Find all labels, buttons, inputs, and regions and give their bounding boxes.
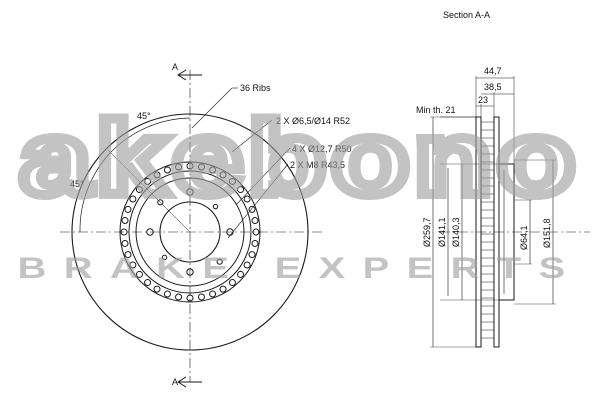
vent-hole [243, 195, 251, 203]
vent-hole [186, 294, 194, 302]
vent-hole [121, 217, 129, 225]
front-view [60, 69, 325, 388]
vent-hole [124, 251, 132, 259]
vent-hole [163, 166, 171, 174]
vent-hole [163, 290, 171, 298]
vent-hole [219, 171, 227, 179]
dim-hat-height: 38,5 [484, 82, 502, 92]
holes-bolt-label: 4 X Ø12,7 R50 [292, 144, 352, 154]
bolt-hole [157, 199, 164, 206]
dim-total-thickness: 44,7 [484, 66, 502, 76]
vent-hole [228, 279, 236, 287]
disc-outer-edge [71, 113, 309, 351]
dim-center-bore: Ø64,1 [519, 225, 529, 250]
section-vents [481, 121, 494, 339]
vent-hole [237, 270, 245, 278]
vent-hole [237, 186, 245, 194]
vent-hole [153, 285, 161, 293]
vent-hole [243, 261, 251, 269]
bolt-hole [146, 228, 154, 236]
dim-outer-diameter: Ø259,7 [422, 217, 432, 247]
holes-small-label: 2 X Ø6,5/Ø14 R52 [276, 116, 350, 126]
vent-hole [144, 177, 152, 185]
vent-hole [175, 163, 183, 171]
bolt-hole [161, 254, 168, 261]
vent-hole [219, 285, 227, 293]
bolt-hole [186, 188, 194, 196]
vent-hole [144, 279, 152, 287]
holes-thread-label: 2 X M8 R43,5 [290, 160, 345, 170]
watermark-tagline: BRAKE EXPERTS [18, 252, 583, 285]
vent-hole [209, 166, 217, 174]
vent-holes [120, 162, 260, 302]
vent-hole [129, 195, 137, 203]
bolt-hole [216, 258, 223, 265]
vent-hole [121, 239, 129, 247]
vent-hole [251, 217, 259, 225]
vent-hole [197, 293, 205, 301]
vent-hole [186, 162, 194, 170]
watermark-brand: akebono [20, 101, 580, 217]
dim-151: Ø151,8 [542, 218, 552, 248]
section-title: Section A-A [443, 10, 490, 20]
section-mark-top: A [172, 62, 178, 72]
vent-hole [129, 261, 137, 269]
dim-pad-width: 23 [478, 95, 488, 105]
vent-hole [135, 270, 143, 278]
vent-hole [252, 228, 260, 236]
vent-hole [228, 177, 236, 185]
angle-left-label: 45° [70, 179, 84, 189]
vent-hole [124, 205, 132, 213]
vent-hole [248, 205, 256, 213]
vent-hole [197, 163, 205, 171]
ribs-label: 36 Ribs [240, 83, 271, 93]
section-mark-bottom: A [172, 377, 178, 387]
section-view [430, 76, 590, 348]
dim-min-thickness: Min th. 21 [416, 105, 456, 115]
brand-watermark: akebono BRAKE EXPERTS [15, 96, 583, 285]
vent-hole [120, 228, 128, 236]
angle-top-label: 45° [137, 111, 151, 121]
center-bore [159, 201, 221, 263]
vent-hole [153, 171, 161, 179]
bolt-hole [186, 268, 194, 276]
dim-141: Ø141,1 [437, 217, 447, 247]
vent-hole [175, 293, 183, 301]
vent-hole [251, 239, 259, 247]
vent-hole [209, 290, 217, 298]
dim-140: Ø140,3 [451, 217, 461, 247]
vent-hole [248, 251, 256, 259]
bolt-hole [212, 203, 219, 210]
vent-hole [135, 186, 143, 194]
